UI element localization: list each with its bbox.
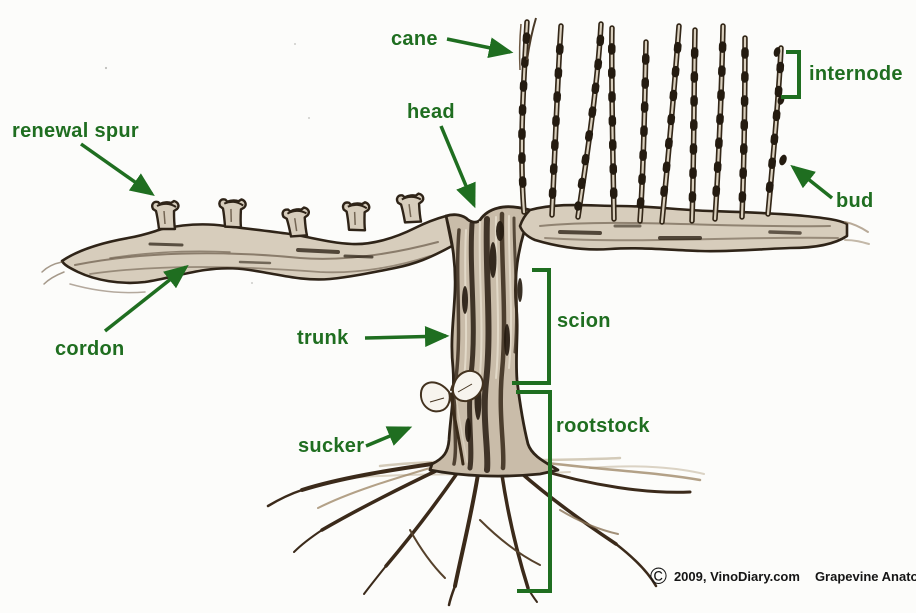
label-scion: scion [557,310,611,332]
roots-sketch [266,456,705,607]
label-head: head [407,101,455,123]
copyright-icon: © [650,563,667,589]
copyright-line: © 2009, VinoDiary.com Grapevine Anatomy [650,565,916,588]
trunk-sketch [428,205,560,478]
internode-bracket [781,50,801,99]
label-bud: bud [836,190,874,212]
rootstock-bracket [516,390,552,593]
trunk-arrow [364,326,450,348]
spur-stub [217,197,248,229]
buds [518,26,785,216]
right-arm-sketch [518,203,870,253]
copyright-title: Grapevine Anatomy [814,569,916,584]
cane-arrow [446,37,514,59]
label-rootstock: rootstock [556,415,650,437]
head-arrow [439,125,476,209]
cordon-sketch [41,192,454,294]
annotation-brackets [512,50,801,593]
spur-stub [395,192,426,224]
copyright-credit: 2009, VinoDiary.com [673,569,800,584]
label-renewal-spur: renewal spur [12,120,139,142]
label-sucker: sucker [298,435,365,457]
renewal-spur-stub [151,199,180,231]
bud-arrow [790,164,834,200]
annotation-arrows [79,37,834,448]
canes-sketch [518,17,787,225]
cordon-arrow [103,264,189,333]
renewal-spur-arrow [79,142,155,197]
label-cordon: cordon [55,338,125,360]
spur-stub [341,200,371,232]
sucker-sketch [419,369,484,466]
sucker-arrow [365,426,413,448]
label-internode: internode [809,63,903,85]
label-trunk: trunk [297,327,349,349]
scion-bracket [512,268,551,385]
paper-specks [104,43,310,284]
label-cane: cane [391,28,438,50]
